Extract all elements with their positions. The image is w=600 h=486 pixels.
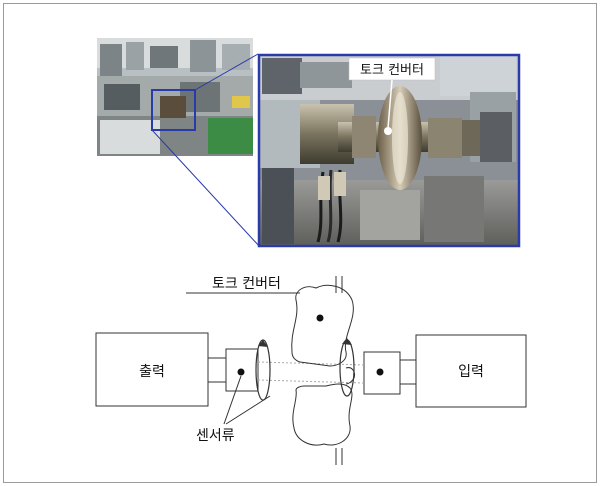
input-label: 입력	[458, 364, 484, 380]
output-label: 출력	[139, 364, 165, 380]
input-box	[415, 334, 527, 408]
torque-converter-upper	[291, 284, 354, 367]
photo-callout-leader	[387, 79, 393, 129]
rotation-arrowhead-left-icon	[258, 340, 268, 347]
sensors-label: 센서류	[196, 428, 235, 444]
output-shaft	[207, 357, 229, 383]
center-shaft-bottom	[257, 379, 365, 384]
zoomed-photo	[258, 54, 520, 247]
zoom-connector-top	[194, 53, 259, 91]
converter-dot	[316, 314, 324, 322]
sensor-left-dot	[237, 368, 245, 376]
torque-converter-lower	[292, 383, 353, 446]
zoomed-photo-border	[257, 53, 521, 248]
overview-highlight-box	[151, 89, 196, 131]
overview-photo	[97, 38, 253, 156]
sensors-leader-right	[225, 395, 271, 425]
input-shaft	[399, 359, 417, 385]
sensor-right-dot	[376, 368, 384, 376]
sensor-left-box	[225, 348, 259, 392]
zoom-connector-bottom	[151, 129, 261, 248]
rotation-arrowhead-right-icon	[342, 338, 352, 345]
sensors-leader-left	[223, 375, 242, 425]
torque-converter-label: 토크 컨버터	[212, 276, 281, 292]
photo-callout-dot	[384, 127, 392, 135]
photo-callout-label: 토크 컨버터	[360, 63, 424, 78]
